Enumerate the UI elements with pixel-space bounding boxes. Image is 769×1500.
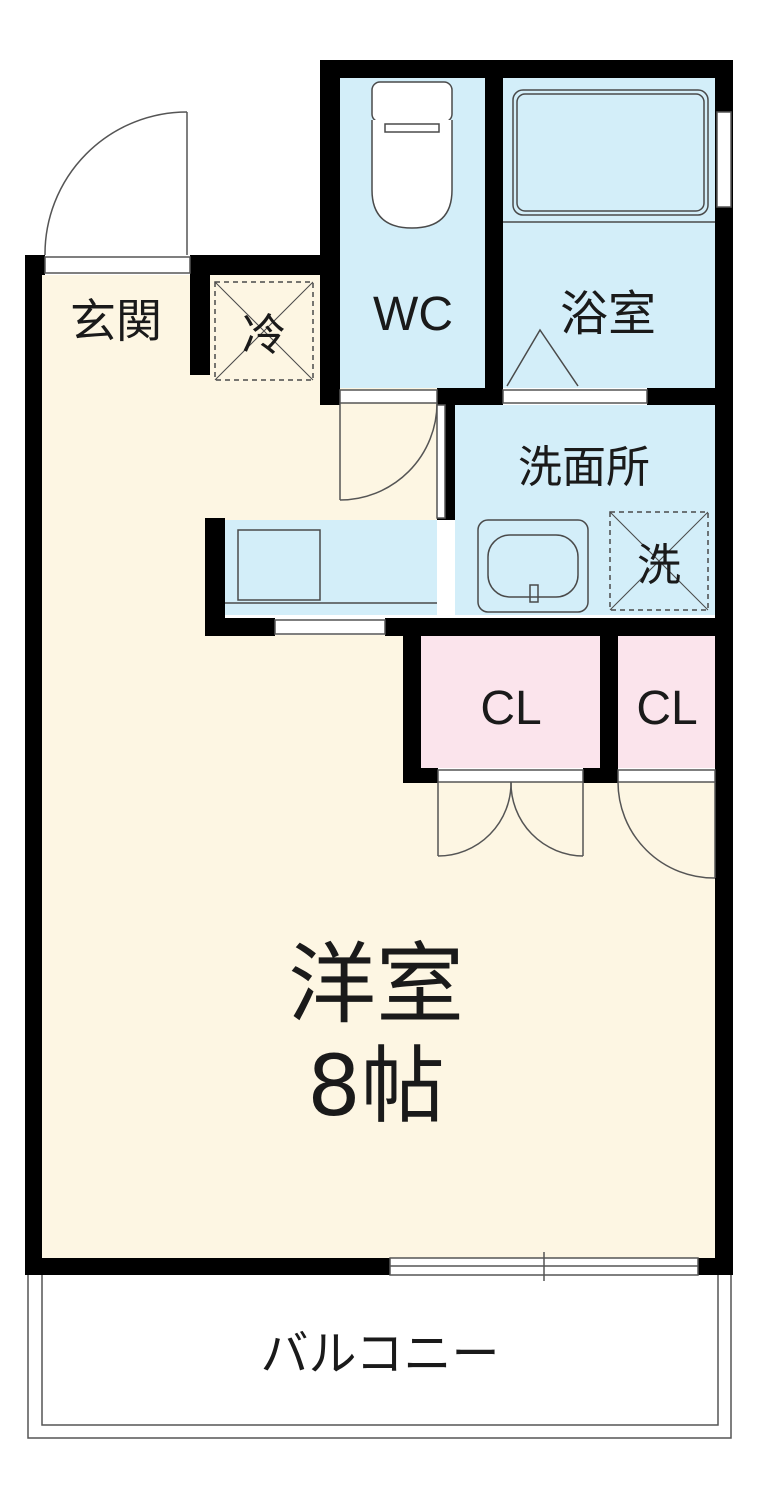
balcony-window [389, 1252, 699, 1281]
wc-door-swing [339, 402, 438, 501]
toilet-seat-hinge [384, 123, 440, 133]
washer-label: 洗 [637, 540, 681, 591]
washer-x-b [609, 511, 709, 611]
bath-threshold [506, 328, 579, 387]
closet-left-floor [420, 635, 600, 768]
washroom-label: 洗面所 [518, 442, 650, 493]
bath-door-sill [502, 389, 648, 404]
wall-top-wet [320, 60, 733, 78]
washbasin-counter [477, 519, 589, 613]
wall-wc-left [320, 60, 340, 405]
main-room-size: 8帖 [307, 1037, 444, 1135]
fixtures [214, 81, 715, 613]
entrance-door-swing [44, 111, 188, 256]
closet-left-sill [437, 769, 584, 783]
walls [25, 60, 733, 1275]
main-room-name: 洋室 [288, 933, 464, 1036]
wall-closet-bottom-a [403, 768, 438, 783]
wall-bottom [25, 1258, 390, 1275]
kitchen-sink [237, 529, 321, 601]
bath-window [716, 111, 732, 208]
toilet-tank [371, 81, 453, 123]
washbasin-bowl [487, 534, 579, 598]
closet-right-sill [617, 769, 716, 783]
wall-washroom-right [715, 405, 733, 635]
wc-door-sill [339, 389, 438, 404]
doors [44, 111, 716, 879]
closet-right-swing [617, 781, 716, 879]
main-room-floor [42, 275, 715, 1258]
sills [44, 111, 732, 783]
wall-left [25, 255, 42, 1275]
wall-genkan-top-left [25, 255, 45, 275]
wall-kitchen-bottom-b [385, 618, 733, 636]
balcony-label: バルコニー [260, 1326, 499, 1382]
fridge-label: 冷 [242, 310, 286, 361]
closet-right-floor [618, 635, 715, 768]
wall-wet-bottom-a [320, 388, 340, 405]
closet-left-swing-b [510, 781, 584, 857]
closet-right-label: CL [636, 682, 697, 735]
bathtub-inner [516, 93, 705, 212]
bath-label: 浴室 [560, 286, 656, 342]
labels: 玄関 冷 WC 浴室 洗面所 洗 CL CL 洋室 8帖 バルコニー [70, 286, 698, 1382]
genkan-sill [44, 256, 191, 274]
balcony-inner [41, 1275, 719, 1426]
genkan-label: 玄関 [70, 294, 162, 348]
hallway-floor [190, 385, 440, 520]
wall-wc-bath [485, 60, 503, 405]
bathtub [512, 89, 709, 216]
wall-kitchen-left [205, 518, 225, 636]
toilet-bowl [371, 120, 453, 229]
wall-closet-mid [600, 618, 618, 783]
fridge-placeholder [214, 281, 314, 381]
wall-fridge-left [190, 255, 210, 375]
wall-top-fridge [190, 255, 340, 275]
hall-door-frame [436, 404, 446, 519]
balcony [27, 1275, 732, 1439]
kitchen-counter [225, 520, 437, 615]
washer-placeholder [609, 511, 709, 611]
bath-floor [503, 78, 715, 388]
closet-left-swing-a [437, 781, 512, 857]
wall-wet-bottom-b [437, 388, 503, 405]
kitchen-window [274, 619, 386, 635]
wc-label: WC [373, 288, 453, 341]
wall-closet-bottom-b [583, 768, 618, 783]
washbasin-faucet [529, 584, 539, 603]
wall-wet-bottom-c [647, 388, 733, 405]
closet-left-label: CL [480, 682, 541, 735]
balcony-outline [27, 1275, 732, 1439]
genkan-floor [42, 275, 190, 365]
wall-kitchen-bottom-a [205, 618, 275, 636]
wall-right [715, 60, 733, 1275]
wall-closet-left [403, 618, 421, 783]
fridge-x-b [214, 281, 314, 381]
washroom-floor [455, 405, 715, 615]
